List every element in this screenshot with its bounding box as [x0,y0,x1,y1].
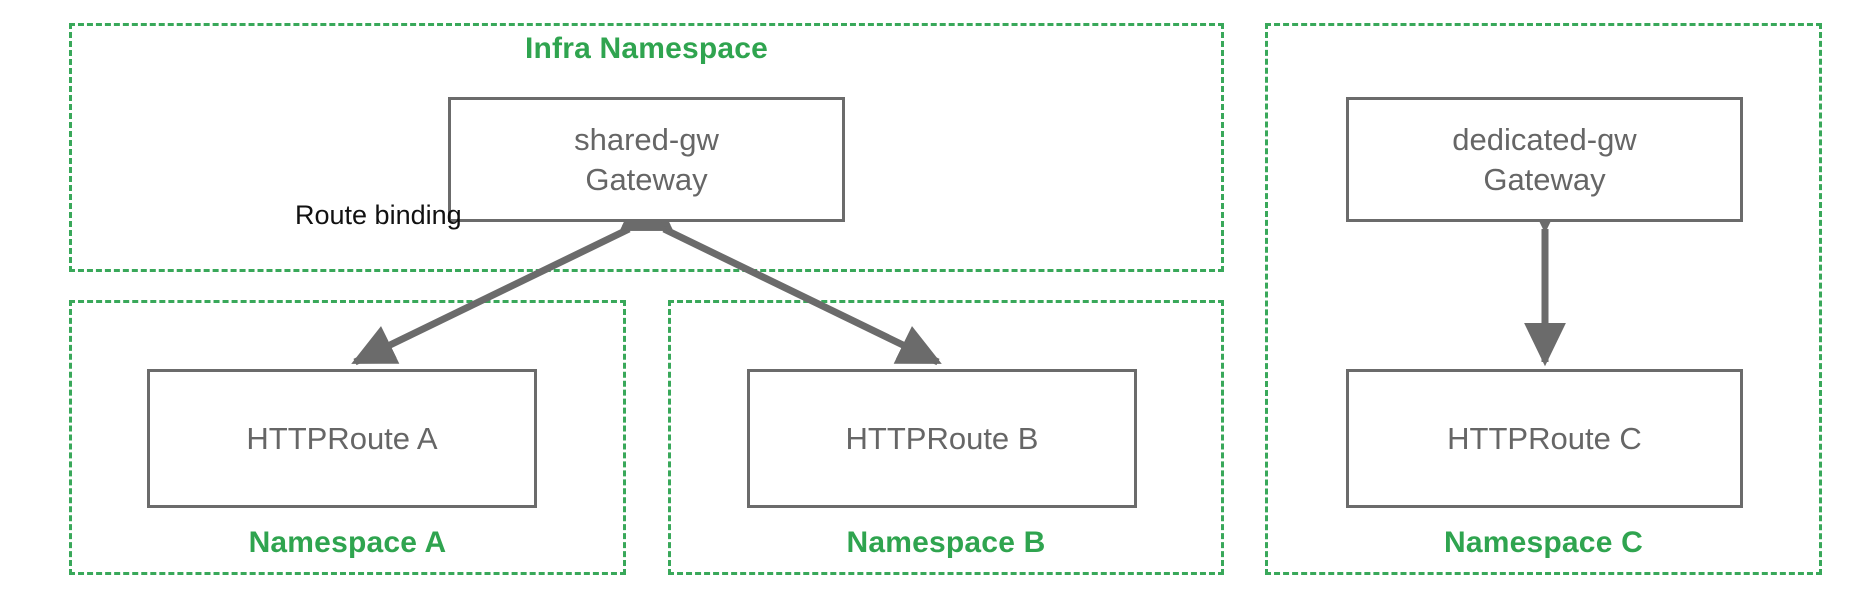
node-dedicated-gw-line1: dedicated-gw [1452,121,1637,157]
node-httproute-a[interactable]: HTTPRoute A [147,369,537,508]
node-shared-gw-gateway[interactable]: shared-gw Gateway [448,97,845,222]
node-httproute-b-label: HTTPRoute B [845,420,1039,456]
namespace-group-b: Namespace B [668,300,1224,575]
edge-label-route-binding: Route binding [295,200,462,230]
namespace-group-a: Namespace A [69,300,626,575]
node-dedicated-gw-line2: Gateway [1483,161,1606,197]
node-httproute-c[interactable]: HTTPRoute C [1346,369,1743,508]
namespace-label-c: Namespace C [1444,526,1643,559]
node-shared-gw-line1: shared-gw [574,121,719,157]
namespace-label-a: Namespace A [248,526,447,559]
namespace-group-c: Namespace C [1265,23,1822,575]
node-shared-gw-line2: Gateway [585,161,708,197]
namespace-label-b: Namespace B [846,526,1046,559]
node-dedicated-gw-gateway[interactable]: dedicated-gw Gateway [1346,97,1743,222]
namespace-label-infra: Infra Namespace [524,32,769,65]
node-httproute-b[interactable]: HTTPRoute B [747,369,1137,508]
node-httproute-a-label: HTTPRoute A [246,420,438,456]
node-httproute-c-label: HTTPRoute C [1447,420,1642,456]
